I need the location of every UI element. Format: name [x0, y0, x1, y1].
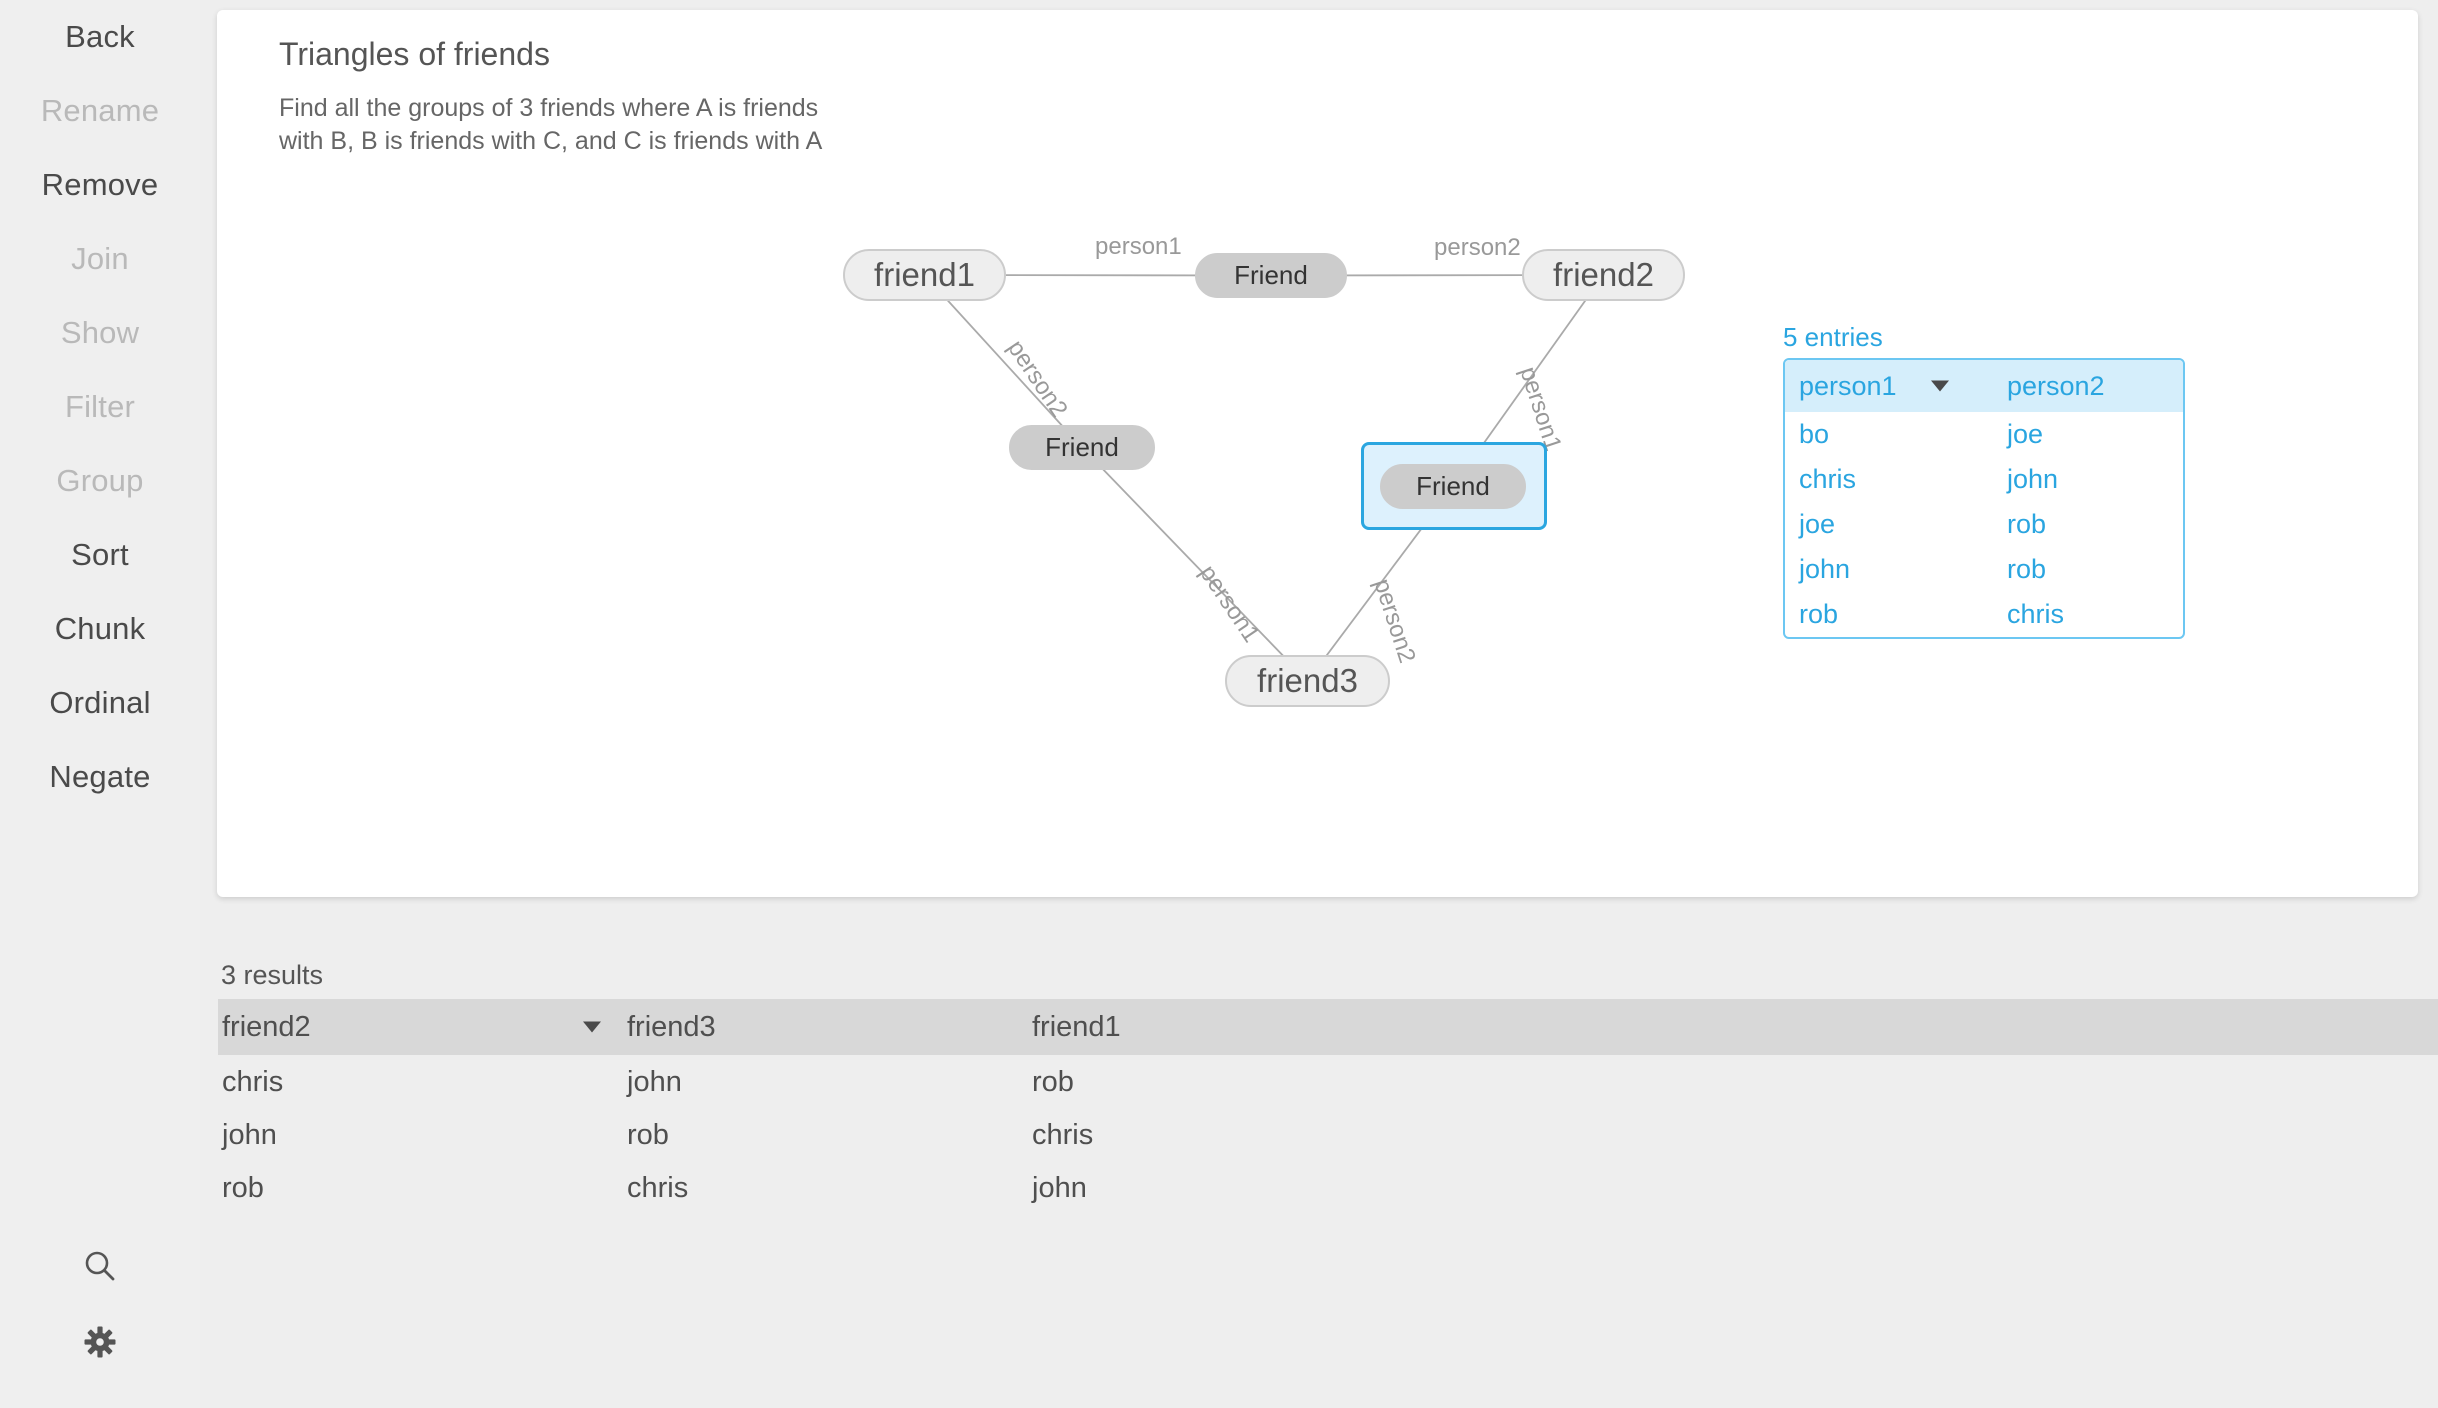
sidebar-item-ordinal[interactable]: Ordinal: [49, 685, 151, 720]
graph-node-relTop[interactable]: Friend: [1195, 253, 1347, 298]
gear-icon: [83, 1325, 117, 1359]
results-column-label: friend3: [627, 1010, 716, 1043]
sidebar-item-sort[interactable]: Sort: [71, 537, 129, 572]
results-cell: rob: [222, 1171, 264, 1204]
sidebar-item-filter: Filter: [64, 389, 136, 424]
entries-header-row: person1 person2: [1785, 360, 2183, 412]
graph-node-friend2[interactable]: friend2: [1522, 249, 1685, 301]
results-row[interactable]: john rob chris: [218, 1109, 2438, 1161]
results-cell: john: [222, 1118, 277, 1151]
results-cell: chris: [222, 1065, 284, 1098]
sort-caret-icon[interactable]: [583, 1021, 601, 1033]
settings-button[interactable]: [0, 1304, 200, 1380]
entries-cell: rob: [2007, 509, 2047, 539]
entries-cell: john: [1799, 554, 1851, 584]
results-row[interactable]: chris john rob: [218, 1056, 2438, 1108]
results-count: 3 results: [221, 960, 324, 990]
results-cell: rob: [627, 1118, 669, 1151]
edge-label: person2: [1434, 234, 1521, 261]
entries-column-header-person1[interactable]: person1: [1785, 371, 1993, 402]
graph-node-relRight[interactable]: Friend: [1380, 464, 1526, 509]
entries-row[interactable]: rob chris: [1785, 592, 2183, 637]
entries-cell: joe: [2007, 419, 2044, 449]
graph-node-relLeft[interactable]: Friend: [1009, 425, 1155, 470]
results-column-label: friend1: [1032, 1010, 1121, 1043]
results-column-header-friend1[interactable]: friend1: [1028, 1011, 1433, 1044]
sidebar-item-back[interactable]: Back: [65, 19, 135, 54]
entries-row[interactable]: bo joe: [1785, 412, 2183, 457]
search-icon: [82, 1248, 118, 1284]
entries-cell: john: [2007, 464, 2059, 494]
entries-table: person1 person2 bo joe chris john joe rob john ro…: [1783, 358, 2185, 639]
edge-label: person1: [1514, 364, 1566, 455]
results-cell: rob: [1032, 1065, 1074, 1098]
sidebar-item-remove[interactable]: Remove: [41, 167, 159, 202]
entries-row[interactable]: john rob: [1785, 547, 2183, 592]
sidebar-item-negate[interactable]: Negate: [49, 759, 151, 794]
results-row[interactable]: rob chris john: [218, 1162, 2438, 1214]
sidebar-item-chunk[interactable]: Chunk: [54, 611, 146, 646]
edge-label: person1: [1095, 233, 1182, 260]
edge-label: person1: [1194, 560, 1265, 647]
graph-edge: [923, 274, 1083, 449]
entries-column-label: person1: [1799, 370, 1897, 401]
entries-count: 5 entries: [1783, 322, 1883, 352]
entries-cell: chris: [1799, 464, 1857, 494]
results-column-header-friend3[interactable]: friend3: [623, 1011, 1028, 1044]
graph-node-friend1[interactable]: friend1: [843, 249, 1006, 301]
entries-column-label: person2: [2007, 370, 2105, 401]
entries-cell: chris: [2007, 599, 2065, 629]
entries-row[interactable]: joe rob: [1785, 502, 2183, 547]
results-column-header-friend2[interactable]: friend2: [218, 1011, 623, 1044]
sidebar-item-join: Join: [71, 241, 129, 276]
entries-cell: rob: [1799, 599, 1839, 629]
sidebar-item-rename: Rename: [40, 93, 160, 128]
results-cell: chris: [1032, 1118, 1094, 1151]
results-column-label: friend2: [222, 1010, 311, 1043]
entries-cell: rob: [2007, 554, 2047, 584]
results-cell: john: [627, 1065, 682, 1098]
page-description: Find all the groups of 3 friends where A…: [279, 94, 823, 155]
edge-label: person2: [1002, 335, 1073, 422]
sidebar-item-show: Show: [60, 315, 140, 350]
graph-edge: [1081, 446, 1309, 682]
entries-cell: bo: [1799, 419, 1830, 449]
results-header-row: friend2 friend3 friend1: [218, 999, 2438, 1055]
sidebar-tools: [0, 1228, 200, 1380]
graph-node-friend3[interactable]: friend3: [1225, 655, 1390, 707]
search-button[interactable]: [0, 1228, 200, 1304]
sidebar-item-group: Group: [56, 463, 144, 498]
edge-label: person2: [1368, 576, 1420, 667]
results-cell: john: [1032, 1171, 1087, 1204]
page-title: Triangles of friends: [279, 36, 550, 72]
results-cell: chris: [627, 1171, 689, 1204]
entries-cell: joe: [1799, 509, 1836, 539]
entries-row[interactable]: chris john: [1785, 457, 2183, 502]
main-card: Triangles of friends Find all the groups…: [217, 10, 2418, 897]
sort-caret-icon[interactable]: [1931, 380, 1949, 392]
entries-column-header-person2[interactable]: person2: [1993, 371, 2183, 402]
